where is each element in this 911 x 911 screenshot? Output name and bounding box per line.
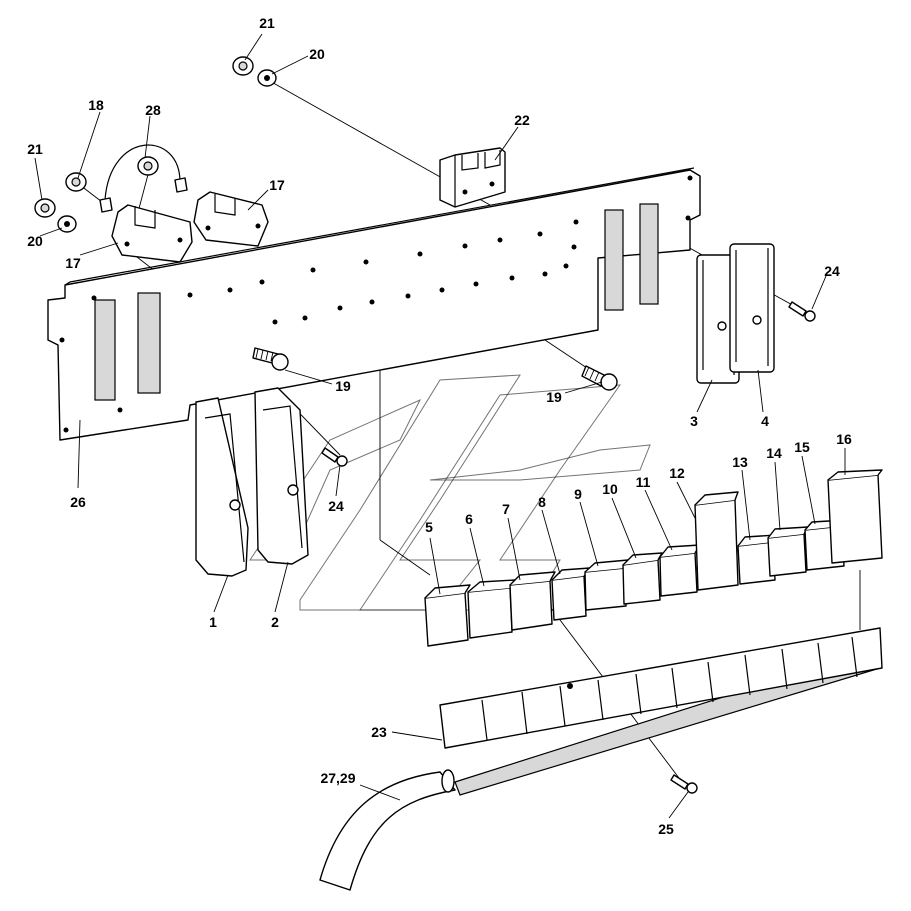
callout-8: 8 xyxy=(538,494,546,510)
relay-9 xyxy=(584,559,629,611)
relay-12 xyxy=(694,491,739,591)
callout-leaders xyxy=(34,33,846,819)
callout-25: 25 xyxy=(658,821,674,837)
callout-13: 13 xyxy=(732,454,748,470)
callout-7: 7 xyxy=(502,501,510,517)
cable-27-29 xyxy=(319,769,456,891)
callout-21: 21 xyxy=(27,141,43,157)
relay-11 xyxy=(659,544,701,597)
relay-5 xyxy=(424,584,471,647)
callout-19: 19 xyxy=(335,378,351,394)
callout-16: 16 xyxy=(836,431,852,447)
callout-18: 18 xyxy=(88,97,104,113)
module-2 xyxy=(254,387,309,565)
callout-10: 10 xyxy=(602,481,618,497)
washer-20-left xyxy=(57,215,77,233)
relay-7 xyxy=(509,571,556,631)
socket-harness xyxy=(439,627,883,796)
relay-10 xyxy=(622,552,663,605)
callout-20: 20 xyxy=(27,233,43,249)
screw-24-right xyxy=(788,301,816,322)
callout-17: 17 xyxy=(269,177,285,193)
stud-19-right xyxy=(581,365,618,391)
screw-25 xyxy=(670,774,698,794)
callout-22: 22 xyxy=(514,112,530,128)
callout-20: 20 xyxy=(309,46,325,62)
callout-5: 5 xyxy=(425,519,433,535)
relay-13 xyxy=(737,534,778,585)
bracket-17-left xyxy=(111,204,193,263)
relay-6 xyxy=(467,579,516,639)
module-1 xyxy=(195,397,249,577)
callout-15: 15 xyxy=(794,439,810,455)
callout-3: 3 xyxy=(690,413,698,429)
relay-16 xyxy=(827,469,883,564)
bracket-17-right xyxy=(193,191,269,247)
callout-14: 14 xyxy=(766,445,782,461)
relay-row xyxy=(424,469,883,647)
callout-labels: 21 20 18 28 22 21 17 20 17 24 19 19 3 4 … xyxy=(27,15,852,837)
callout-11: 11 xyxy=(636,474,651,490)
callout-26: 26 xyxy=(70,494,86,510)
nut-18 xyxy=(65,172,87,192)
callout-4: 4 xyxy=(761,413,769,429)
callout-21: 21 xyxy=(259,15,275,31)
washer-20-top xyxy=(257,69,277,87)
callout-1: 1 xyxy=(209,614,217,630)
callout-6: 6 xyxy=(465,511,473,527)
nut-21-top xyxy=(232,56,254,76)
callout-24: 24 xyxy=(824,263,840,279)
relay-8 xyxy=(551,567,591,621)
callout-28: 28 xyxy=(145,102,161,118)
mounting-plate xyxy=(47,167,701,441)
callout-27-29: 27,29 xyxy=(320,770,355,786)
callout-19: 19 xyxy=(546,389,562,405)
stud-19-left xyxy=(252,347,289,371)
cable-28 xyxy=(99,144,188,213)
relay-14 xyxy=(767,526,809,577)
module-3 xyxy=(696,254,740,384)
callout-2: 2 xyxy=(271,614,279,630)
callout-9: 9 xyxy=(574,486,582,502)
callout-17: 17 xyxy=(65,255,81,271)
callout-24: 24 xyxy=(328,498,344,514)
nut-21-left xyxy=(34,198,56,218)
callout-23: 23 xyxy=(371,724,387,740)
bracket-22 xyxy=(439,147,506,208)
callout-12: 12 xyxy=(669,465,685,481)
module-4 xyxy=(729,243,775,373)
screw-24-left xyxy=(321,447,348,467)
